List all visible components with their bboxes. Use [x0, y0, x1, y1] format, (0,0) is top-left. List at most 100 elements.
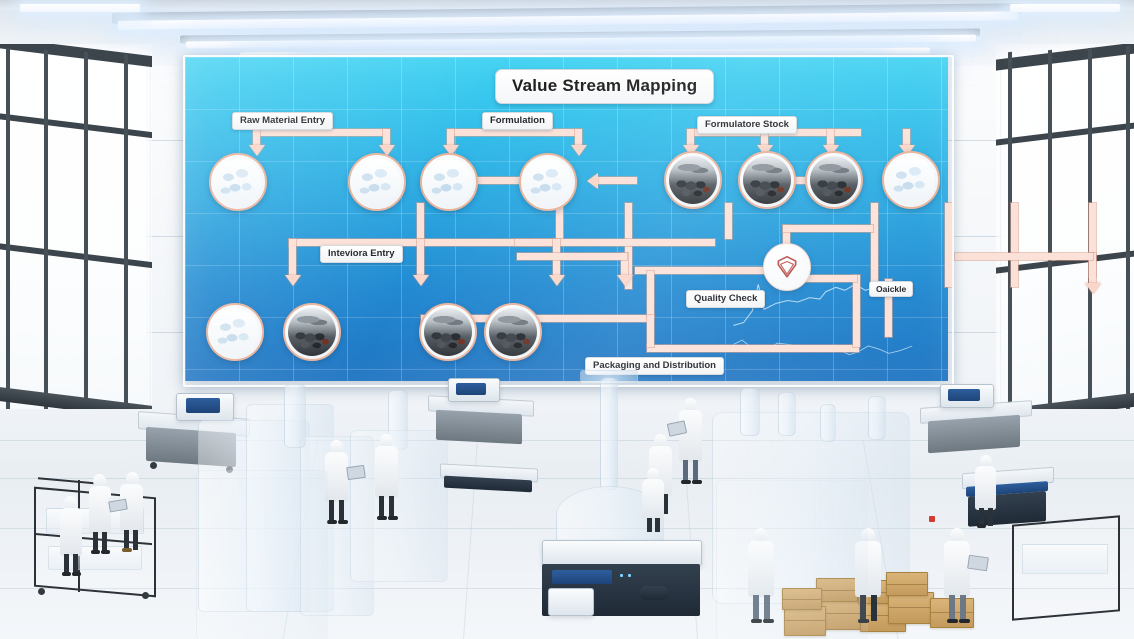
pill-cluster-icon [887, 156, 935, 204]
worker-12-leg-r [988, 508, 993, 526]
node-stock-2[interactable] [738, 151, 796, 209]
node-inv-2[interactable] [283, 303, 341, 361]
center-machine-port [640, 586, 668, 600]
value-stream-mapping-board[interactable]: Value Stream Mapping Raw Material Entry … [185, 57, 1101, 381]
worker-8-shoe-r [692, 480, 702, 484]
connector-node3-node4 [595, 177, 637, 184]
node-raw-2[interactable] [348, 153, 406, 211]
arrow-stock-2 [757, 145, 773, 156]
label-formulation-stock[interactable]: Formulatore Stock [697, 116, 797, 134]
worker-2-leg-l [93, 532, 98, 552]
center-machine-led-2 [628, 574, 631, 577]
worker-10-head [861, 528, 875, 543]
worker-4-shoe-l [327, 520, 337, 524]
connector-stock-drop-4 [903, 129, 910, 147]
arrow-inv-1 [285, 275, 301, 286]
connector-packaging-riser [647, 315, 654, 347]
machinery-icon [288, 308, 336, 356]
label-oaickle[interactable]: Oaickle [869, 281, 914, 297]
worker-9-leg-r [764, 595, 770, 621]
node-raw-1[interactable] [209, 153, 267, 211]
worker-1-coat [60, 508, 82, 556]
worker-3-head [126, 472, 139, 486]
connector-down-stock1 [871, 203, 878, 287]
connector-down-stock3 [1011, 203, 1018, 287]
worker-3-shoe-l [122, 548, 132, 552]
floor-marker-red [929, 516, 935, 522]
glass-column-1 [284, 384, 306, 448]
arrow-inv-2 [413, 275, 429, 286]
connector-form-drop-2 [575, 129, 582, 147]
machinery-icon [424, 308, 472, 356]
board-glare [185, 57, 948, 381]
connector-decision-branch [783, 225, 873, 232]
arrow-form-2 [571, 145, 587, 156]
cardboard-box-6 [886, 572, 928, 596]
reactor-column-2 [778, 392, 796, 436]
connector-to-decision [635, 267, 789, 274]
label-inventory-entry[interactable]: Inteviora Entry [320, 245, 403, 263]
connector-down-form1 [625, 203, 632, 289]
arrow-right-end [1085, 283, 1101, 294]
worker-1-head [64, 496, 77, 510]
arrow-node4-to-node3 [587, 173, 598, 189]
cardboard-box-5 [888, 592, 934, 624]
board-title: Value Stream Mapping [495, 69, 715, 104]
connector-raw-drop-1 [253, 129, 260, 147]
node-inv-4[interactable] [484, 303, 542, 361]
worker-5-leg-r [389, 496, 394, 518]
node-inv-1[interactable] [206, 303, 264, 361]
machinery-icon [743, 156, 791, 204]
machinery-icon [810, 156, 858, 204]
worker-2-coat [89, 486, 111, 534]
worker-9-leg-l [753, 595, 759, 621]
label-quality-check[interactable]: Quality Check [686, 290, 766, 308]
pill-cluster-icon [214, 158, 262, 206]
lab-machine-left-screen [186, 398, 220, 413]
worker-3-leg-l [124, 530, 129, 550]
connector-stock-drop-3 [827, 129, 834, 147]
center-machine-drawer [548, 588, 594, 616]
connector-inv4-drop [621, 253, 628, 277]
lab-machine-center-screen [456, 383, 486, 395]
connector-quality-riser [853, 275, 860, 347]
arrow-raw-2 [379, 145, 395, 156]
connector-quality-bus [797, 275, 857, 282]
arrow-form-1 [443, 145, 459, 156]
connector-down-stock4 [1089, 203, 1096, 277]
node-form-1[interactable] [420, 153, 478, 211]
arrow-inv-3 [549, 275, 565, 286]
node-stock-3[interactable] [805, 151, 863, 209]
label-raw-material-entry[interactable]: Raw Material Entry [232, 112, 333, 130]
node-form-2[interactable] [519, 153, 577, 211]
worker-6-leg-r [663, 494, 668, 514]
bench-left-wheel-1 [150, 462, 157, 469]
wall-seam-v-right [1000, 60, 1001, 460]
connector-mid-left-drop [289, 239, 296, 277]
connector-inv2-drop [417, 239, 424, 277]
worker-3-leg-r [133, 530, 138, 550]
worker-12-leg-l [979, 508, 984, 526]
worker-10-coat [855, 541, 881, 597]
connector-form-top [451, 129, 579, 136]
node-stock-4[interactable] [882, 151, 940, 209]
node-inv-3[interactable] [419, 303, 477, 361]
worker-9-shoe-l [751, 619, 762, 623]
worker-7-leg-l [647, 518, 652, 532]
worker-4-head [330, 440, 343, 454]
connector-raw-top [257, 129, 387, 136]
worker-5-shoe-l [377, 516, 387, 520]
worker-2-shoe-l [91, 550, 100, 554]
worker-8-head [684, 398, 697, 412]
worker-8-leg-r [693, 460, 698, 482]
node-stock-1[interactable] [664, 151, 722, 209]
lab-machine-right-screen [948, 389, 980, 401]
worker-10-leg-r [871, 595, 877, 621]
quality-check-gate[interactable] [763, 243, 811, 291]
worker-11-coat [944, 541, 970, 597]
worker-2-head [93, 474, 106, 488]
worker-4-leg-l [329, 500, 334, 522]
worker-10-shoe-l [858, 619, 869, 623]
label-formulation[interactable]: Formulation [482, 112, 553, 130]
